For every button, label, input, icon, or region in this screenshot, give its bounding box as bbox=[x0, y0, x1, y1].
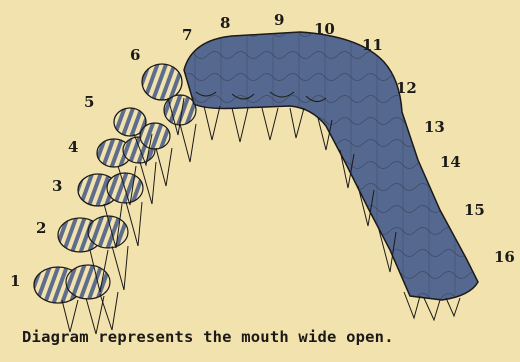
tooth-number: 1 bbox=[10, 272, 20, 290]
tooth-number: 7 bbox=[182, 26, 192, 44]
tooth-number: 5 bbox=[84, 93, 94, 111]
dark-arch-band bbox=[184, 32, 478, 300]
tooth-number: 15 bbox=[464, 201, 485, 219]
tooth-number: 16 bbox=[494, 248, 515, 266]
tooth-number: 14 bbox=[440, 153, 461, 171]
tooth-number: 4 bbox=[68, 138, 78, 156]
tooth-number: 9 bbox=[274, 11, 284, 29]
tooth-number: 11 bbox=[362, 36, 383, 54]
tooth-number: 12 bbox=[396, 79, 417, 97]
tooth-number: 2 bbox=[36, 219, 46, 237]
tooth-number: 6 bbox=[130, 46, 140, 64]
tooth-crown-5b bbox=[140, 123, 170, 149]
tooth-number: 8 bbox=[220, 14, 230, 32]
tooth-crown-1b bbox=[66, 265, 110, 299]
tooth-crown-2b bbox=[88, 216, 128, 248]
tooth-number: 3 bbox=[52, 177, 62, 195]
tooth-number: 10 bbox=[314, 20, 335, 38]
diagram-caption: Diagram represents the mouth wide open. bbox=[22, 328, 518, 346]
tooth-crown-6 bbox=[142, 64, 182, 100]
tooth-number: 13 bbox=[424, 118, 445, 136]
